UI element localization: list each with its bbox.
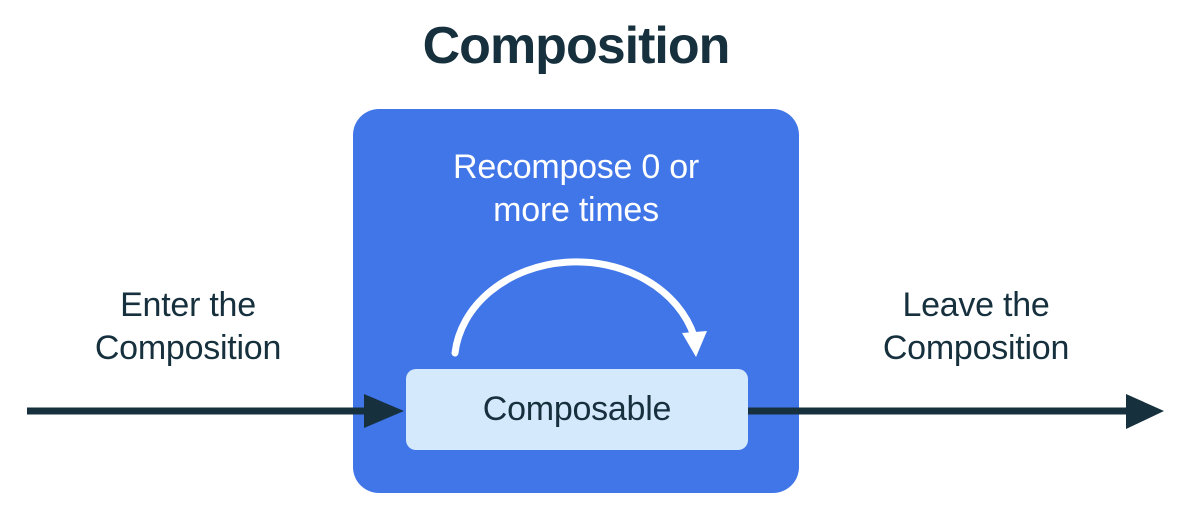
leave-label: Leave the Composition [882, 286, 1070, 367]
enter-arrow [27, 394, 404, 428]
composable-box: Composable [406, 369, 748, 450]
enter-label: Enter the Composition [94, 286, 282, 367]
composable-label: Composable [482, 390, 672, 428]
diagram-title: Composition [422, 17, 731, 75]
leave-arrowhead-icon [1126, 394, 1164, 429]
recompose-label: Recompose 0 or more times [453, 148, 699, 229]
leave-arrow [748, 394, 1164, 429]
